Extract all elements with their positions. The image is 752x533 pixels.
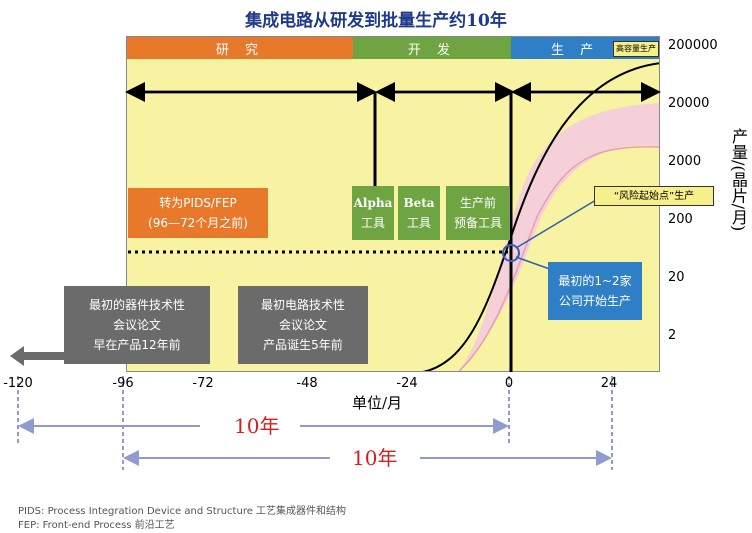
x-tick: -24 <box>396 376 418 391</box>
x-tick: -96 <box>112 376 134 391</box>
risk-start-marker <box>502 244 520 262</box>
device-papers-line3: 早在产品12年前 <box>93 338 181 352</box>
x-tick: -72 <box>192 376 214 391</box>
diagram-title: 集成电路从研发到批量生产约10年 <box>245 11 507 31</box>
preprod-line1: 生产前 <box>459 196 496 210</box>
y-tick: 200 <box>668 212 693 227</box>
pids-transfer-box: 转为PIDS/FEP (96—72个月之前) <box>128 188 268 238</box>
first-companies-line2: 公司开始生产 <box>558 294 631 308</box>
risk-start-label: “风险起始点”生产 <box>594 186 714 206</box>
device-papers-box: 最初的器件技术性 会议论文 早在产品12年前 <box>64 286 210 364</box>
phase-research: 研 究 <box>127 37 353 59</box>
s-curve <box>421 62 659 371</box>
x-axis-label: 单位/月 <box>352 394 403 412</box>
production-curves <box>421 62 659 371</box>
alpha-tool-box: Alpha 工具 <box>352 186 394 240</box>
y-tick: 2 <box>668 328 677 343</box>
pids-box-line1: 转为PIDS/FEP <box>159 196 237 210</box>
device-papers-line2: 会议论文 <box>112 318 161 332</box>
y-tick: 2000 <box>668 154 702 169</box>
uncertainty-band <box>458 103 659 371</box>
phase-production-label: 生 产 <box>551 42 600 58</box>
risk-callout-line <box>515 199 597 249</box>
lower-curve <box>457 146 659 371</box>
mass-production-tag: 高容量生产 <box>613 41 659 57</box>
alpha-line2: 工具 <box>360 216 385 230</box>
first-companies-line1: 最初的1~2家 <box>558 274 632 288</box>
circuit-papers-line2: 会议论文 <box>278 318 327 332</box>
device-papers-line1: 最初的器件技术性 <box>88 298 185 312</box>
y-axis-label: 产量/(晶片/月) <box>729 128 748 232</box>
beta-tool-box: Beta 工具 <box>398 186 440 240</box>
circuit-papers-line3: 产品诞生5年前 <box>263 338 343 352</box>
x-tick: -120 <box>3 376 33 391</box>
first-companies-box: 最初的1~2家 公司开始生产 <box>548 262 642 320</box>
span2-label: 10年 <box>352 446 398 470</box>
y-tick: 200000 <box>668 38 718 53</box>
footnote-pids: PIDS: Process Integration Device and Str… <box>18 506 347 517</box>
circuit-papers-line1: 最初电路技术性 <box>260 298 345 312</box>
x-tick: -48 <box>296 376 318 391</box>
span1-label: 10年 <box>234 414 280 438</box>
beta-line1: Beta <box>403 196 435 210</box>
y-tick: 20000 <box>668 96 710 111</box>
footnote-fep: FEP: Front-end Process 前沿工艺 <box>18 520 175 531</box>
x-tick: 0 <box>504 376 514 391</box>
phase-development: 开 发 <box>353 37 511 59</box>
beta-line2: 工具 <box>406 216 431 230</box>
x-tick: 24 <box>600 376 618 391</box>
circuit-papers-box: 最初电路技术性 会议论文 产品诞生5年前 <box>238 286 368 364</box>
preproduction-tool-box: 生产前 预备工具 <box>446 186 510 240</box>
left-gray-arrow <box>10 346 64 366</box>
preprod-line2: 预备工具 <box>453 216 502 230</box>
pids-box-line2: (96—72个月之前) <box>148 216 248 230</box>
y-tick: 20 <box>668 270 685 285</box>
alpha-line1: Alpha <box>353 196 393 210</box>
